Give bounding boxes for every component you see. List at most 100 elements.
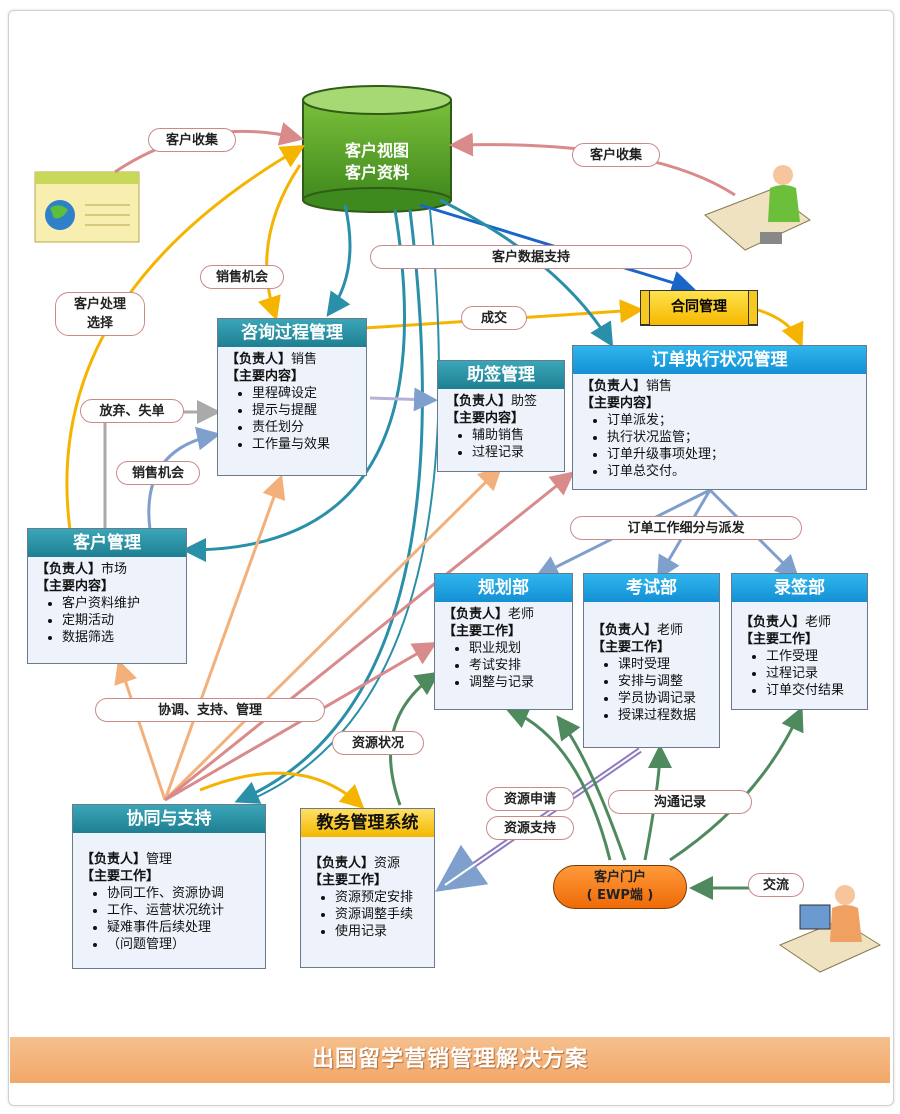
consult-owner-label: 【负责人】: [226, 352, 292, 367]
list-item: 工作量与效果: [252, 436, 358, 453]
list-item: 资源调整手续: [335, 906, 426, 923]
admit-content-label: 【主要工作】: [740, 632, 819, 647]
footer-title: 出国留学营销管理解决方案: [10, 1037, 890, 1083]
portal-line2: ( EWP端 ): [586, 888, 654, 903]
plan-box: 规划部 【负责人】老师 【主要工作】 职业规划考试安排调整与记录: [434, 573, 573, 710]
list-item: 提示与提醒: [252, 402, 358, 419]
admit-owner: 老师: [805, 615, 832, 630]
consult-box: 咨询过程管理 【负责人】销售 【主要内容】 里程碑设定提示与提醒责任划分工作量与…: [217, 318, 367, 476]
order-content-label: 【主要内容】: [581, 396, 660, 411]
label-order-split: 订单工作细分与派发: [570, 516, 802, 540]
list-item: 订单升级事项处理；: [607, 446, 858, 463]
list-item: 课时受理: [618, 656, 711, 673]
edu-box: 教务管理系统 【负责人】资源 【主要工作】 资源预定安排资源调整手续使用记录: [300, 808, 435, 968]
person-computer-icon: [778, 885, 882, 973]
exam-owner-label: 【负责人】: [592, 623, 658, 638]
admit-owner-label: 【负责人】: [740, 615, 806, 630]
collab-box: 协同与支持 【负责人】管理 【主要工作】 协同工作、资源协调工作、运营状况统计疑…: [72, 804, 266, 969]
label-coordinate: 协调、支持、管理: [95, 698, 325, 722]
database-label: 客户视图 客户资料: [303, 140, 451, 184]
label-sales-opp-top: 销售机会: [200, 265, 284, 289]
list-item: 职业规划: [469, 640, 564, 657]
order-owner-label: 【负责人】: [581, 379, 647, 394]
order-box: 订单执行状况管理 【负责人】销售 【主要内容】 订单派发；执行状况监管；订单升级…: [572, 345, 867, 490]
exam-title: 考试部: [584, 574, 719, 602]
edu-title: 教务管理系统: [301, 809, 434, 837]
list-item: 过程记录: [766, 665, 859, 682]
list-item: 学员协调记录: [618, 690, 711, 707]
consult-content-label: 【主要内容】: [226, 369, 305, 384]
label-resource-support: 资源支持: [486, 816, 574, 840]
list-item: 安排与调整: [618, 673, 711, 690]
collab-owner-label: 【负责人】: [81, 852, 147, 867]
collab-content-label: 【主要工作】: [81, 869, 160, 884]
label-exchange: 交流: [748, 873, 804, 897]
collab-title: 协同与支持: [73, 805, 265, 833]
label-resource-apply: 资源申请: [486, 787, 574, 811]
edu-owner-label: 【负责人】: [309, 856, 375, 871]
list-item: 订单派发；: [607, 412, 858, 429]
customer-owner: 市场: [101, 562, 128, 577]
list-item: 工作、运营状况统计: [107, 902, 257, 919]
person-desk-icon: [704, 165, 811, 251]
edu-content-label: 【主要工作】: [309, 873, 388, 888]
customer-content-label: 【主要内容】: [36, 579, 115, 594]
order-title: 订单执行状况管理: [573, 346, 866, 374]
list-item: 疑难事件后续处理: [107, 919, 257, 936]
list-item: 定期活动: [62, 612, 178, 629]
list-item: 工作受理: [766, 648, 859, 665]
sign-owner-label: 【负责人】: [446, 394, 512, 409]
label-abandon: 放弃、失单: [80, 399, 184, 423]
database-cylinder: [302, 85, 452, 213]
collab-owner: 管理: [146, 852, 173, 867]
browser-window-icon: [34, 171, 140, 243]
exam-owner: 老师: [657, 623, 684, 638]
sign-title: 助签管理: [438, 361, 564, 389]
list-item: 辅助销售: [472, 427, 556, 444]
sign-content-label: 【主要内容】: [446, 411, 525, 426]
database-line2: 客户资料: [344, 163, 409, 182]
customer-owner-label: 【负责人】: [36, 562, 102, 577]
list-item: 使用记录: [335, 923, 426, 940]
plan-content-label: 【主要工作】: [443, 624, 522, 639]
admit-box: 录签部 【负责人】老师 【主要工作】 工作受理过程记录订单交付结果: [731, 573, 868, 710]
customer-box: 客户管理 【负责人】市场 【主要内容】 客户资料维护定期活动数据筛选: [27, 528, 187, 664]
plan-owner: 老师: [508, 607, 535, 622]
list-item: 责任划分: [252, 419, 358, 436]
list-item: 授课过程数据: [618, 707, 711, 724]
list-item: 数据筛选: [62, 629, 178, 646]
list-item: 客户资料维护: [62, 595, 178, 612]
sign-box: 助签管理 【负责人】助签 【主要内容】 辅助销售过程记录: [437, 360, 565, 472]
label-resource-status: 资源状况: [332, 731, 424, 755]
list-item: 订单总交付。: [607, 463, 858, 480]
exam-content-label: 【主要工作】: [592, 640, 671, 655]
label-deal: 成交: [461, 306, 527, 330]
label-collect-left: 客户收集: [148, 128, 236, 152]
plan-title: 规划部: [435, 574, 572, 602]
list-item: 资源预定安排: [335, 889, 426, 906]
sign-owner: 助签: [511, 394, 538, 409]
customer-portal-node: 客户门户 ( EWP端 ): [553, 865, 687, 909]
label-handle-select: 客户处理 选择: [55, 292, 145, 336]
list-item: 调整与记录: [469, 674, 564, 691]
customer-title: 客户管理: [28, 529, 186, 557]
database-line1: 客户视图: [344, 141, 409, 160]
admit-title: 录签部: [732, 574, 867, 602]
order-owner: 销售: [646, 379, 673, 394]
list-item: 里程碑设定: [252, 385, 358, 402]
plan-owner-label: 【负责人】: [443, 607, 509, 622]
list-item: （问题管理）: [107, 936, 257, 953]
label-collect-right: 客户收集: [572, 143, 660, 167]
list-item: 执行状况监管；: [607, 429, 858, 446]
list-item: 考试安排: [469, 657, 564, 674]
list-item: 订单交付结果: [766, 682, 859, 699]
list-item: 过程记录: [472, 444, 556, 461]
label-data-support: 客户数据支持: [370, 245, 692, 269]
contract-label: 合同管理: [671, 299, 727, 315]
label-comm-record: 沟通记录: [608, 790, 752, 814]
exam-box: 考试部 【负责人】老师 【主要工作】 课时受理安排与调整学员协调记录授课过程数据: [583, 573, 720, 748]
edu-owner: 资源: [374, 856, 401, 871]
list-item: 协同工作、资源协调: [107, 885, 257, 902]
portal-line1: 客户门户: [593, 870, 646, 885]
label-sales-opp-mid: 销售机会: [116, 461, 200, 485]
